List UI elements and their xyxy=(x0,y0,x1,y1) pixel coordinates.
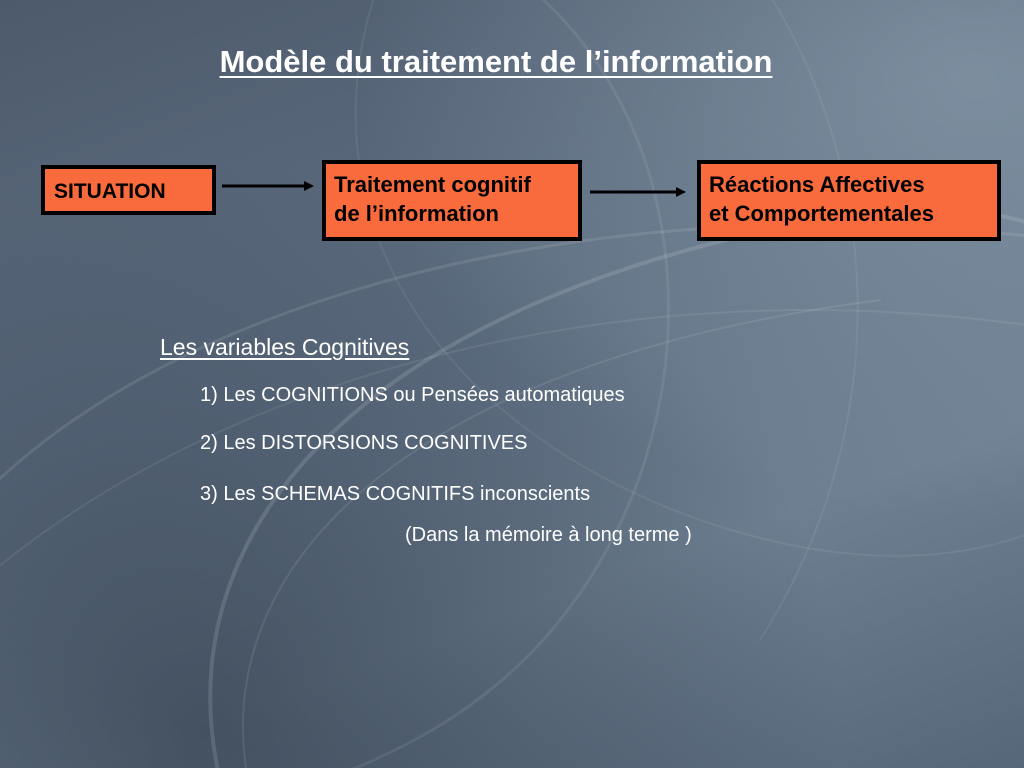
situation-box-text: SITUATION xyxy=(54,180,166,203)
traitement-box-line-1: Traitement cognitif xyxy=(334,172,531,197)
situation-box: SITUATION xyxy=(41,165,216,215)
variables-item-3: 3) Les SCHEMAS COGNITIFS inconscients xyxy=(200,483,591,505)
page-title: Modèle du traitement de l’information xyxy=(219,44,773,79)
variables-heading: Les variables Cognitives xyxy=(160,334,410,360)
memory-note: (Dans la mémoire à long terme ) xyxy=(405,524,692,546)
reactions-box-line-2: et Comportementales xyxy=(709,201,934,226)
reactions-box: Réactions Affectives et Comportementales xyxy=(697,160,1001,241)
variables-item-1: 1) Les COGNITIONS ou Pensées automatique… xyxy=(200,384,625,406)
variables-item-2: 2) Les DISTORSIONS COGNITIVES xyxy=(200,432,528,454)
traitement-box-line-2: de l’information xyxy=(334,201,499,226)
traitement-box: Traitement cognitif de l’information xyxy=(322,160,582,241)
reactions-box-line-1: Réactions Affectives xyxy=(709,172,925,197)
